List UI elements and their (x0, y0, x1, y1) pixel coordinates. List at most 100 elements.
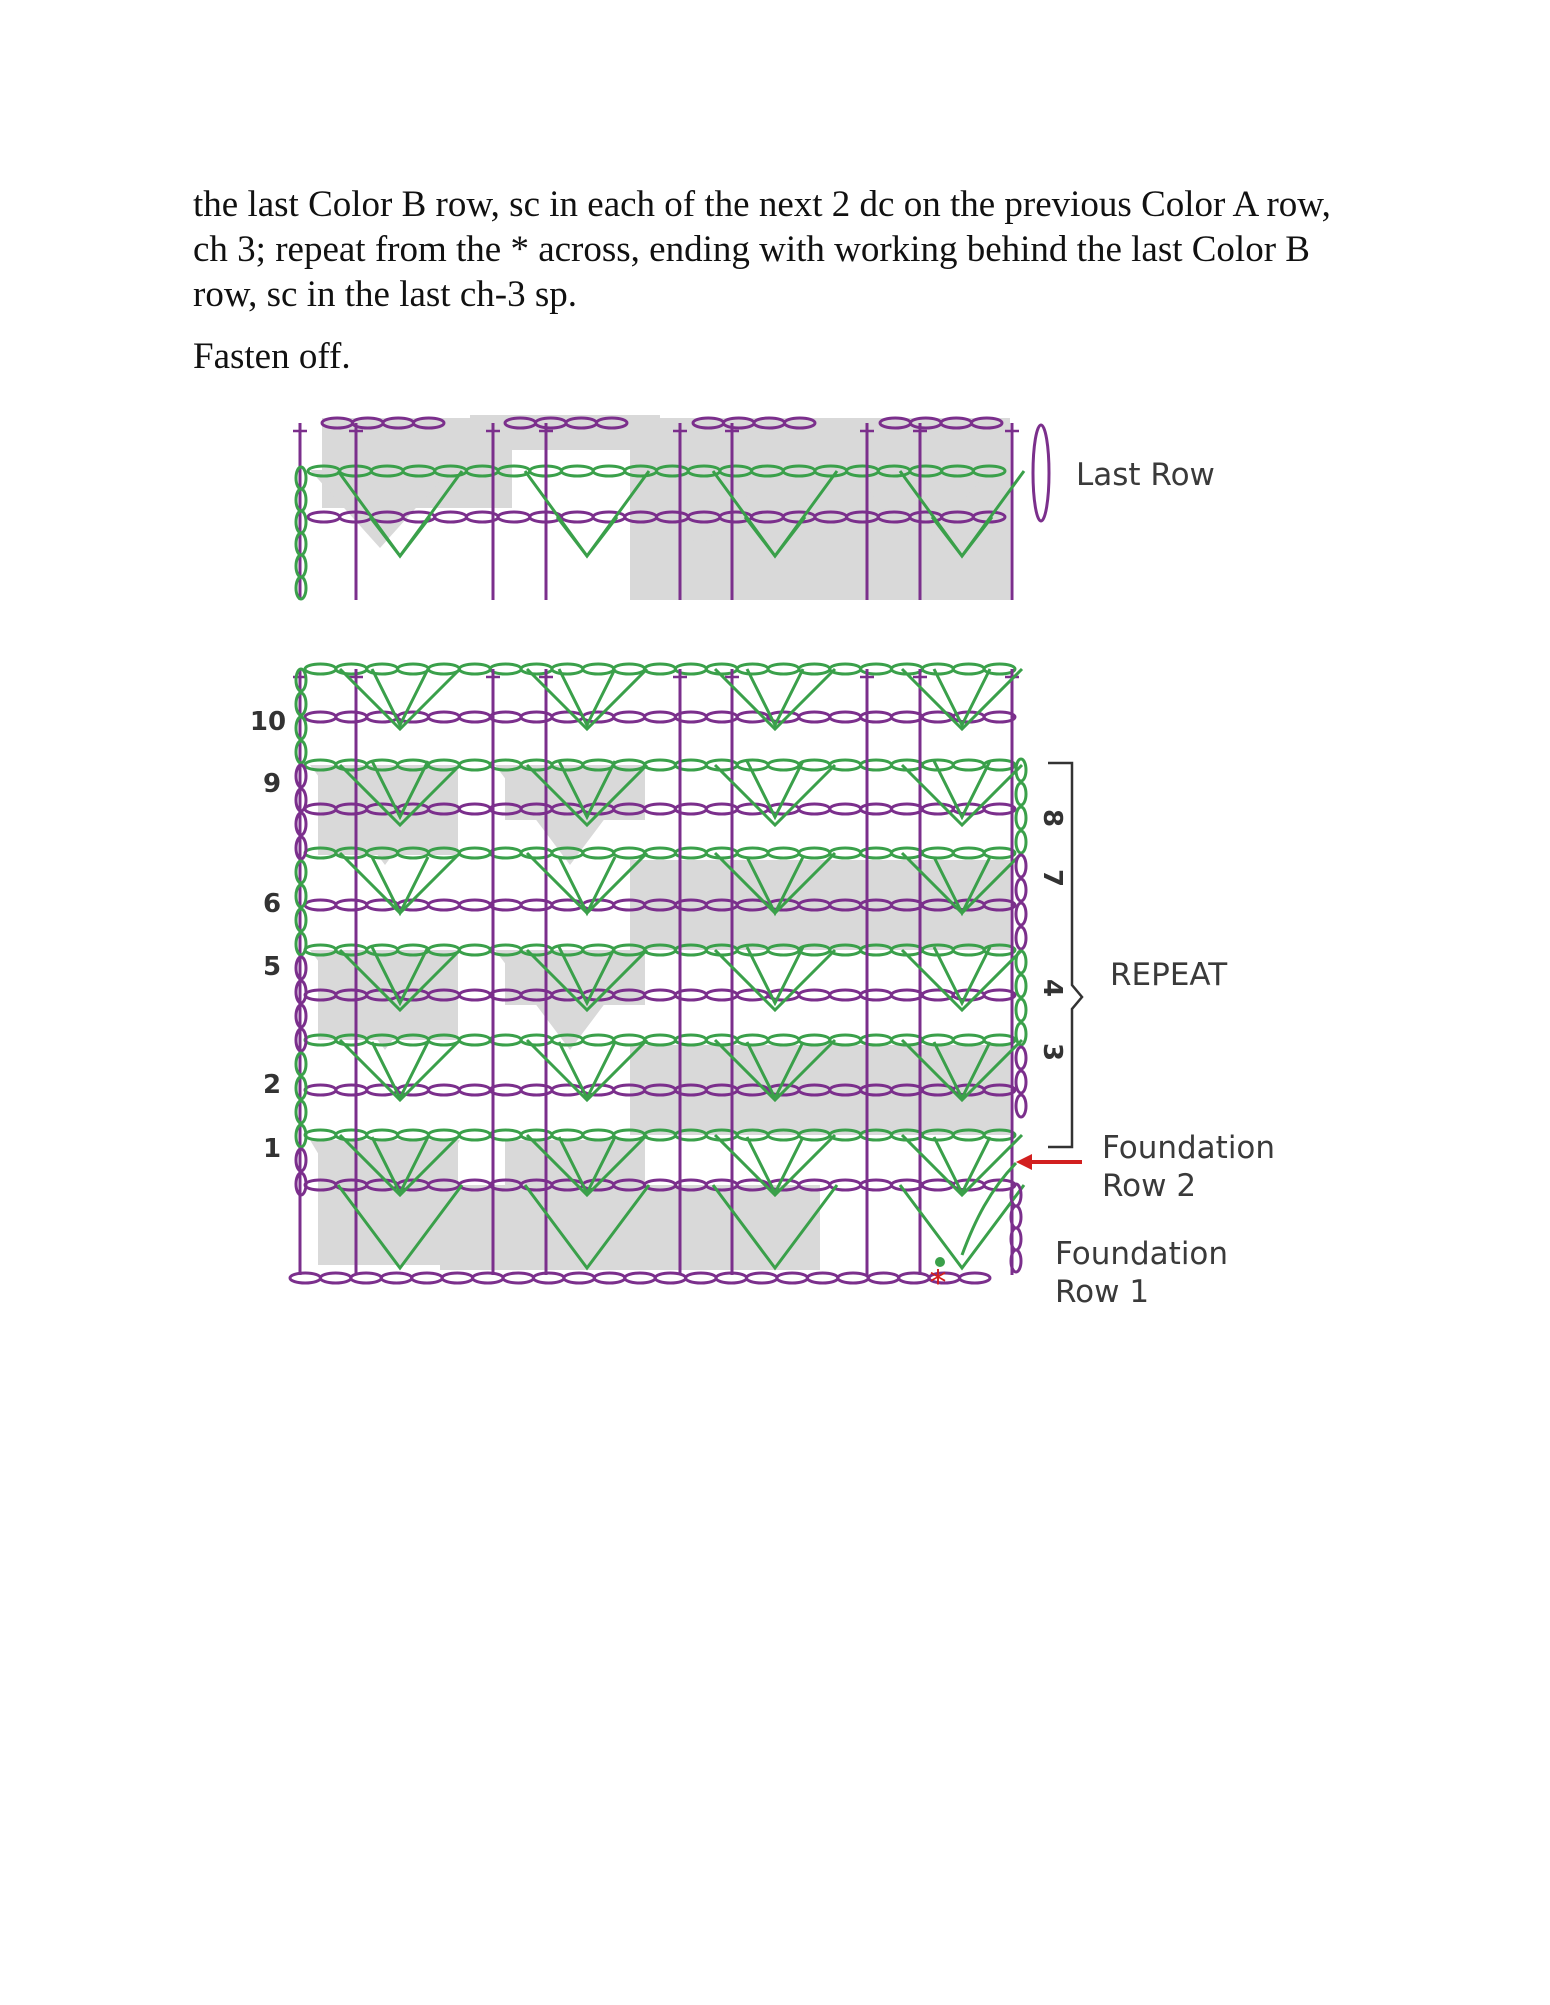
chain-stitch (457, 1083, 492, 1097)
chain-stitch (797, 662, 832, 676)
stitch-lines (288, 416, 1051, 1285)
turning-chain (1014, 829, 1028, 855)
v-stitch (338, 763, 462, 828)
chain-stitch (951, 758, 986, 772)
chain-stitch (859, 1033, 894, 1047)
instruction-paragraph: the last Color B row, sc in each of the … (193, 184, 1331, 315)
chain-stitch (592, 1271, 627, 1285)
row-number-4: 4 (1037, 979, 1067, 997)
v-stitch (745, 1136, 805, 1197)
v-stitch (338, 948, 462, 1013)
chain-stitch (735, 758, 770, 772)
row-number-7: 7 (1037, 869, 1067, 887)
v-stitch (336, 1184, 464, 1271)
chain-stitch (890, 802, 924, 816)
turning-chain (1014, 781, 1028, 807)
row-number-6: 6 (263, 889, 281, 919)
v-stitch (370, 760, 430, 821)
chain-stitch (623, 1271, 657, 1285)
chain-stitch (457, 802, 492, 816)
turning-loop (1031, 423, 1051, 523)
v-stitch (555, 516, 619, 559)
chain-stitch (496, 510, 532, 524)
turning-chain (1014, 925, 1028, 951)
v-stitch (713, 763, 837, 828)
turning-chain (1014, 1021, 1028, 1047)
v-stitch (745, 760, 805, 821)
turning-chain (1014, 973, 1028, 999)
chain-stitch (958, 1271, 992, 1285)
row-number-2: 2 (263, 1070, 281, 1100)
chain-stitch (982, 710, 1017, 724)
v-stitch (525, 667, 649, 732)
v-stitch (370, 668, 430, 729)
chain-stitch (457, 988, 492, 1002)
chain-stitch (643, 758, 677, 772)
turning-chain (294, 1051, 308, 1077)
chain-stitch (410, 1271, 444, 1285)
chain-stitch (488, 1083, 523, 1097)
turning-chain (1009, 1248, 1023, 1274)
turning-chain (1014, 757, 1028, 783)
chain-stitch (457, 1128, 492, 1142)
chain-stitch (684, 1271, 718, 1285)
chain-stitch (488, 898, 523, 912)
turning-chain (294, 1147, 308, 1173)
chain-stitch (951, 1033, 986, 1047)
chain-stitch (581, 1033, 616, 1047)
chain-stitch (920, 846, 955, 860)
chain-stitch (982, 1083, 1017, 1097)
v-stitch (557, 1136, 617, 1197)
turning-chain (1014, 877, 1028, 903)
fasten-off-text: Fasten off. (193, 336, 351, 377)
chain-stitch (890, 710, 924, 724)
turning-chain (294, 979, 308, 1005)
turning-chain (1014, 901, 1028, 927)
chain-stitch (440, 1271, 475, 1285)
v-stitch (338, 1038, 462, 1103)
v-stitch (713, 667, 837, 732)
chain-stitch (982, 1128, 1017, 1142)
v-stitch (557, 668, 617, 729)
chain-stitch (426, 710, 461, 724)
chain-stitch (581, 1128, 616, 1142)
chain-stitch (828, 802, 863, 816)
turning-chain (1014, 1069, 1028, 1095)
chain-stitch (836, 1271, 870, 1285)
chain-stitch (595, 416, 629, 430)
v-stitch (745, 1041, 805, 1102)
chain-stitch (859, 1178, 894, 1192)
chain-stitch (643, 846, 677, 860)
chain-stitch (426, 898, 461, 912)
v-stitch (930, 516, 994, 559)
chain-stitch (866, 1271, 901, 1285)
chain-stitch (612, 1033, 647, 1047)
chain-stitch (982, 943, 1017, 957)
chain-stitch (559, 510, 595, 524)
chain-stitch (334, 1083, 369, 1097)
chain-stitch (488, 1033, 523, 1047)
chain-stitch (643, 1033, 677, 1047)
v-stitch (370, 1041, 430, 1102)
chain-stitch (457, 662, 492, 676)
last-row-label: Last Row (1076, 457, 1215, 493)
chain-stitch (457, 898, 492, 912)
chain-stitch (735, 1033, 770, 1047)
chain-stitch (859, 758, 894, 772)
chain-stitch (488, 1128, 523, 1142)
v-stitch (745, 668, 805, 729)
chain-stitch (612, 846, 647, 860)
turning-chain (1014, 853, 1028, 879)
chain-stitch (890, 1178, 924, 1192)
chain-stitch (426, 1083, 461, 1097)
chain-stitch (890, 988, 924, 1002)
chain-stitch (797, 710, 832, 724)
v-stitch (743, 516, 807, 559)
v-stitch (932, 1136, 992, 1197)
chain-stitch (920, 662, 955, 676)
chain-stitch (859, 710, 894, 724)
chain-stitch (859, 846, 894, 860)
turning-chain (1014, 949, 1028, 975)
turning-chain (294, 835, 308, 861)
v-stitch (713, 948, 837, 1013)
